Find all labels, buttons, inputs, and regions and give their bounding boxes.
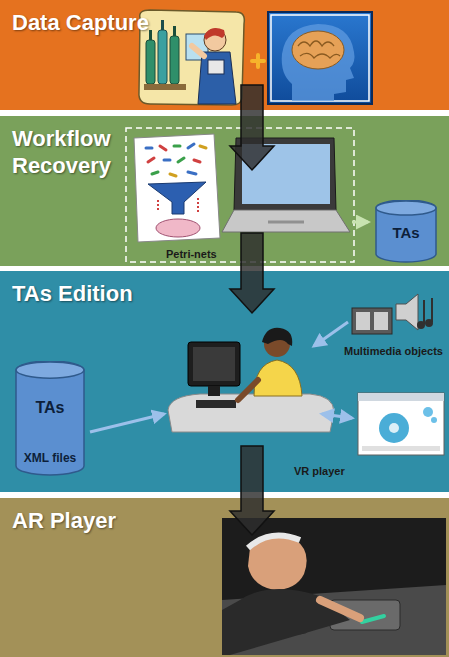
editor-person [168,328,334,432]
cylinder-top [16,362,84,378]
database-cylinder: TAsXML files [15,361,85,475]
illustration-label: VR player [294,465,345,477]
input-arrow [90,414,164,432]
cylinder-body [376,200,436,262]
stage-heading: TAs Edition [12,280,212,307]
database-cylinder: TAs [375,200,437,262]
stage-band: AR Player [0,498,449,657]
cylinder-text-area: TAs [375,200,437,262]
input-arrow [314,322,348,346]
flow-arrow [230,233,274,313]
illustration-label: Petri-nets [166,248,217,260]
dashed-frame [126,128,354,262]
stage-heading: Workflow Recovery [12,125,122,179]
stage-band: Workflow RecoveryTAs [0,116,449,266]
plus-symbol [252,55,264,67]
exchange-arrow [322,414,352,418]
cylinder-label: XML files [24,451,76,465]
flow-arrow [230,446,274,535]
laptop-icon [222,138,350,232]
illustration-label: Multimedia objects [344,345,443,357]
worker-clipart [139,10,244,105]
brain-icon [268,12,372,104]
label-holder: Multimedia objects [344,341,443,359]
flow-arrow [230,85,274,170]
vr-player-screen [358,393,444,455]
cylinder-body [16,361,84,475]
label-holder: VR player [294,461,345,479]
cylinder-label: TAs [392,224,419,241]
stage-heading: Data Capture [12,9,212,36]
stage-heading: AR Player [12,507,212,534]
cylinder-text-area: TAsXML files [15,361,85,475]
cylinder-top [376,201,436,215]
cylinder-label: TAs [35,399,64,417]
output-arrow [352,221,368,224]
label-holder: Petri-nets [166,244,217,262]
stage-band: Data Capture [0,0,449,110]
stage-band: TAs EditionTAsXML files [0,271,449,492]
multimedia-icon [352,294,433,334]
petri-document [134,134,220,242]
ar-photo [222,518,446,655]
